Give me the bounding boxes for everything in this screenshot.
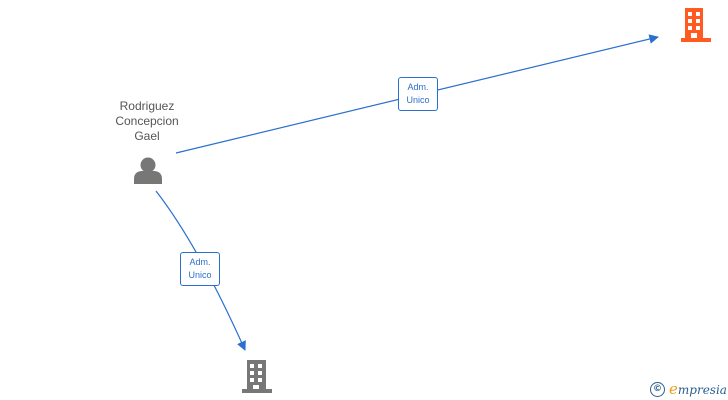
edge-label-bottom: Adm. Unico (180, 252, 220, 286)
edge-label-line: Unico (188, 270, 212, 280)
brand-name: empresia (669, 380, 727, 398)
person-name-line: Concepcion (115, 114, 179, 128)
brand-initial: e (669, 380, 678, 398)
building-icon[interactable] (681, 8, 711, 42)
edge-label-line: Adm. (407, 82, 429, 92)
building-icon[interactable] (242, 360, 272, 393)
person-icon[interactable] (134, 157, 162, 185)
edge-label-line: Unico (406, 95, 430, 105)
person-name-label[interactable]: Rodriguez Concepcion Gael (98, 99, 196, 144)
edge-label-line: Adm. (189, 257, 211, 267)
brand-watermark: © empresia (650, 380, 727, 398)
person-name-line: Rodriguez (119, 99, 175, 113)
person-name-line: Gael (134, 129, 160, 143)
copyright-icon: © (650, 381, 665, 397)
edge-label-top: Adm. Unico (398, 77, 438, 111)
brand-rest: mpresia (677, 383, 727, 397)
